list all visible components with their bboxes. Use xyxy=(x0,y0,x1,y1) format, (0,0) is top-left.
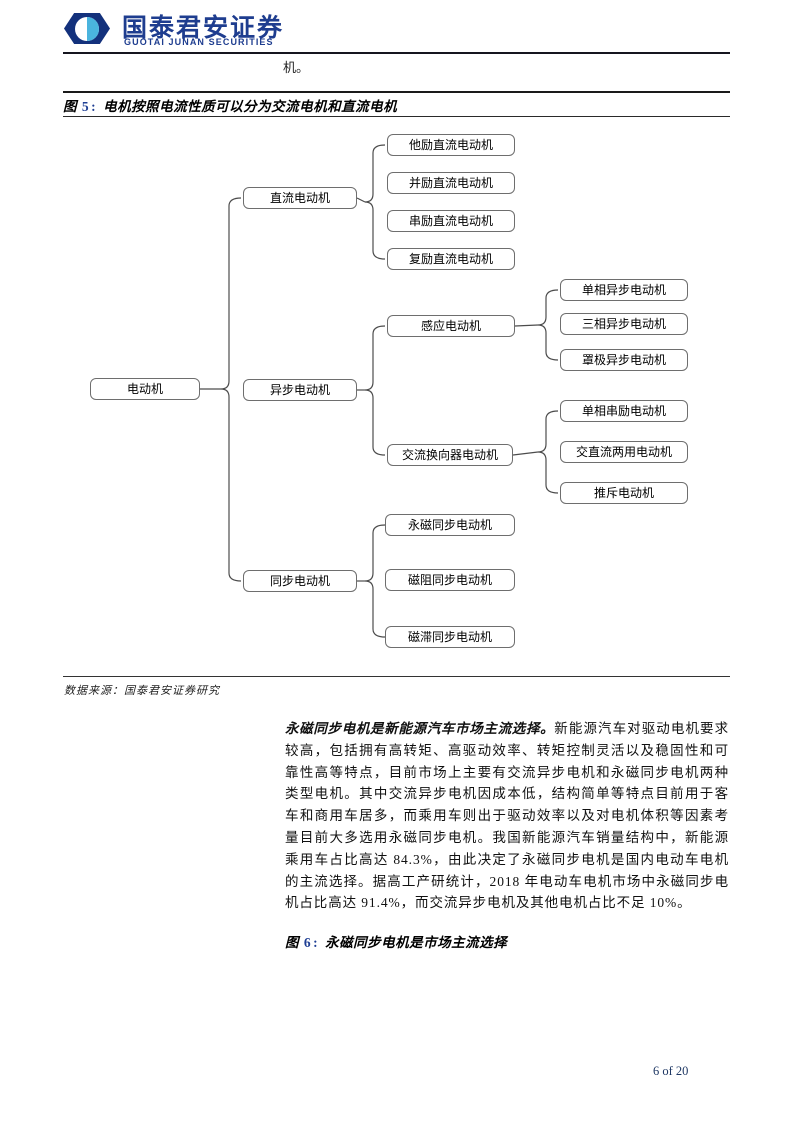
node-permanent-magnet-sync: 永磁同步电动机 xyxy=(385,514,515,536)
figure5-number: 5 xyxy=(81,99,90,114)
paragraph-lead-bold: 永磁同步电机是新能源汽车市场主流选择。 xyxy=(285,721,555,736)
node-separately-excited-dc: 他励直流电动机 xyxy=(387,134,515,156)
header-divider xyxy=(63,52,730,54)
source-divider xyxy=(63,676,730,677)
body-paragraph: 永磁同步电机是新能源汽车市场主流选择。新能源汽车对驱动电机要求较高，包括拥有高转… xyxy=(285,718,729,914)
figure5-colon: : xyxy=(91,99,97,114)
page-number: 6 of 20 xyxy=(653,1064,689,1078)
logo-circle-half xyxy=(87,16,99,41)
figure6-number: 6 xyxy=(303,935,312,950)
node-single-phase-async: 单相异步电动机 xyxy=(560,279,688,301)
brand-name-chinese: 国泰君安证券 xyxy=(122,15,285,42)
figure5-title: 图 5: 电机按照电流性质可以分为交流电机和直流电机 xyxy=(63,95,730,115)
figure6-colon: : xyxy=(313,935,319,950)
figure5-top-rule xyxy=(63,91,730,93)
paragraph-remnant: 机。 xyxy=(283,60,310,75)
motor-classification-diagram: 电动机 直流电动机 异步电动机 同步电动机 他励直流电动机 并励直流电动机 串励… xyxy=(65,118,728,673)
data-source-note: 数据来源：国泰君安证券研究 xyxy=(64,685,220,697)
figure6-label: 图 xyxy=(285,935,299,950)
node-compound-dc: 复励直流电动机 xyxy=(387,248,515,270)
node-series-dc: 串励直流电动机 xyxy=(387,210,515,232)
figure6-title: 图 6: 永磁同步电机是市场主流选择 xyxy=(285,931,507,951)
brand-name-english: GUOTAI JUNAN SECURITIES xyxy=(124,37,274,47)
node-motor-root: 电动机 xyxy=(90,378,200,400)
logo-circle xyxy=(75,16,99,41)
node-induction-motor: 感应电动机 xyxy=(387,315,515,337)
guotai-junan-logo-icon xyxy=(64,13,110,44)
node-three-phase-async: 三相异步电动机 xyxy=(560,313,688,335)
node-repulsion-motor: 推斥电动机 xyxy=(560,482,688,504)
node-ac-commutator-motor: 交流换向器电动机 xyxy=(387,444,513,466)
node-universal-motor: 交直流两用电动机 xyxy=(560,441,688,463)
node-dc-motor: 直流电动机 xyxy=(243,187,357,209)
diagram-connectors xyxy=(200,144,559,638)
figure6-title-text: 永磁同步电机是市场主流选择 xyxy=(325,935,508,950)
node-reluctance-sync: 磁阻同步电动机 xyxy=(385,569,515,591)
figure5-label: 图 xyxy=(63,99,77,114)
node-hysteresis-sync: 磁滞同步电动机 xyxy=(385,626,515,648)
node-shunt-dc: 并励直流电动机 xyxy=(387,172,515,194)
node-single-phase-series: 单相串励电动机 xyxy=(560,400,688,422)
node-sync-motor: 同步电动机 xyxy=(243,570,357,592)
paragraph-body-text: 新能源汽车对驱动电机要求较高，包括拥有高转矩、高驱动效率、转矩控制灵活以及稳固性… xyxy=(285,721,729,911)
node-async-motor: 异步电动机 xyxy=(243,379,357,401)
node-shaded-pole-async: 罩极异步电动机 xyxy=(560,349,688,371)
figure5-title-text: 电机按照电流性质可以分为交流电机和直流电机 xyxy=(103,99,398,114)
figure5-bottom-rule xyxy=(63,116,730,117)
